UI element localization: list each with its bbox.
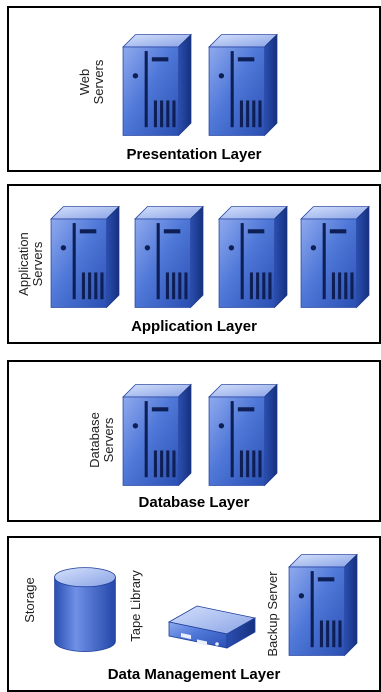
data-management-layer-panel: Storage Tape Library Backup Server Data …	[7, 536, 381, 692]
data-management-layer-title: Data Management Layer	[107, 666, 281, 683]
application-layer-title: Application Layer	[131, 318, 257, 335]
tape-library-icon	[167, 602, 257, 652]
application-layer-panel: Application Servers Application Layer	[7, 184, 381, 344]
database-servers-label: Database Servers	[87, 412, 116, 468]
storage-label: Storage	[22, 577, 37, 623]
backup-server-label: Backup Server	[265, 571, 280, 657]
web-servers-label: Web Servers	[77, 59, 106, 105]
server-tower-icon	[217, 202, 289, 310]
server-tower-icon	[207, 380, 279, 488]
presentation-layer-panel: Web Servers Presentation Layer	[7, 6, 381, 172]
server-tower-icon	[207, 30, 279, 138]
server-tower-icon	[121, 380, 193, 488]
database-layer-panel: Database Servers Database Layer	[7, 360, 381, 522]
storage-cylinder-icon	[53, 566, 117, 654]
server-tower-icon	[49, 202, 121, 310]
server-tower-icon	[133, 202, 205, 310]
tape-library-label: Tape Library	[128, 570, 143, 642]
server-tower-icon	[121, 30, 193, 138]
database-layer-title: Database Layer	[138, 494, 250, 511]
server-tower-icon	[287, 550, 359, 658]
server-tower-icon	[299, 202, 371, 310]
application-servers-label: Application Servers	[16, 232, 45, 296]
presentation-layer-title: Presentation Layer	[126, 146, 262, 163]
